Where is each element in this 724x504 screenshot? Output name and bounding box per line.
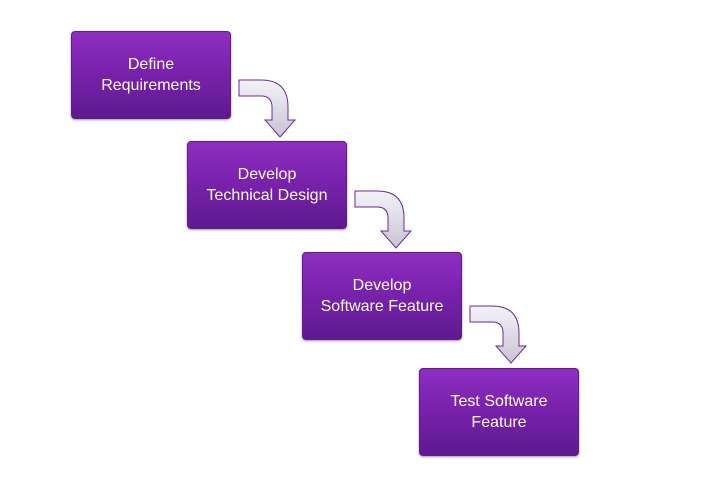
step-label: Develop Technical Design [206,166,328,204]
step-label: Test Software Feature [450,393,548,431]
step-label: Develop Software Feature [320,277,444,315]
step-box-define-requirements: Define Requirements [71,31,231,119]
step-box-test-software-feature: Test Software Feature [419,368,579,456]
step-box-develop-software-feature: Develop Software Feature [302,252,462,340]
bent-arrow-3 [469,305,528,364]
bent-arrow-1 [238,79,297,138]
step-label: Define Requirements [101,56,201,94]
bent-arrow-2 [354,190,413,249]
step-box-develop-technical-design: Develop Technical Design [187,141,347,229]
